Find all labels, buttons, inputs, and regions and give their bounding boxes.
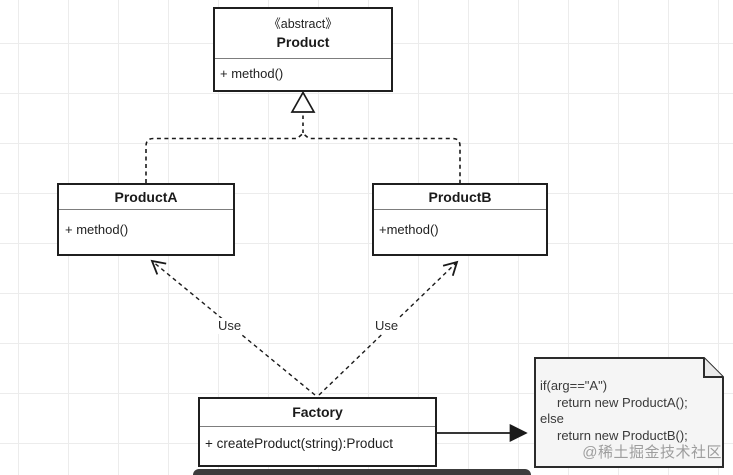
class-product-method: + method(): [220, 66, 284, 81]
class-factory-header: Factory: [200, 399, 435, 427]
class-factory-method: + createProduct(string):Product: [205, 436, 393, 451]
bottom-toolbar-strip: [193, 469, 531, 475]
class-product-b: ProductB +method(): [372, 183, 548, 256]
class-factory: Factory + createProduct(string):Product: [198, 397, 437, 467]
class-product-b-name: ProductB: [428, 188, 492, 205]
class-product-members: + method(): [215, 59, 391, 90]
class-product-a-members: + method(): [59, 210, 233, 254]
inheritance-triangle-icon: [290, 90, 316, 113]
class-product-a-method: + method(): [65, 222, 129, 237]
code-note-text: if(arg=="A") return new ProductA(); else…: [540, 378, 688, 444]
class-product-header: 《abstract》 Product: [215, 9, 391, 59]
class-product-a-name: ProductA: [114, 188, 178, 205]
class-product-b-members: +method(): [374, 210, 546, 254]
note-line-1: if(arg=="A"): [540, 378, 608, 393]
class-product-a-header: ProductA: [59, 185, 233, 210]
class-product-b-method: +method(): [379, 222, 439, 237]
class-product-a: ProductA + method(): [57, 183, 235, 256]
note-fold-icon: [703, 358, 723, 378]
edge-label-use-left: Use: [216, 318, 244, 334]
realization-connector: [145, 132, 461, 183]
class-product-stereotype: 《abstract》: [268, 17, 338, 31]
class-factory-name: Factory: [292, 404, 343, 420]
note-line-3: else: [540, 411, 564, 426]
class-product-b-header: ProductB: [374, 185, 546, 210]
class-product: 《abstract》 Product + method(): [213, 7, 393, 92]
note-line-2: return new ProductA();: [557, 394, 688, 410]
class-factory-members: + createProduct(string):Product: [200, 427, 435, 465]
edge-label-use-right: Use: [373, 318, 401, 334]
watermark-text: @稀土掘金技术社区: [582, 444, 722, 461]
class-product-name: Product: [276, 34, 330, 50]
